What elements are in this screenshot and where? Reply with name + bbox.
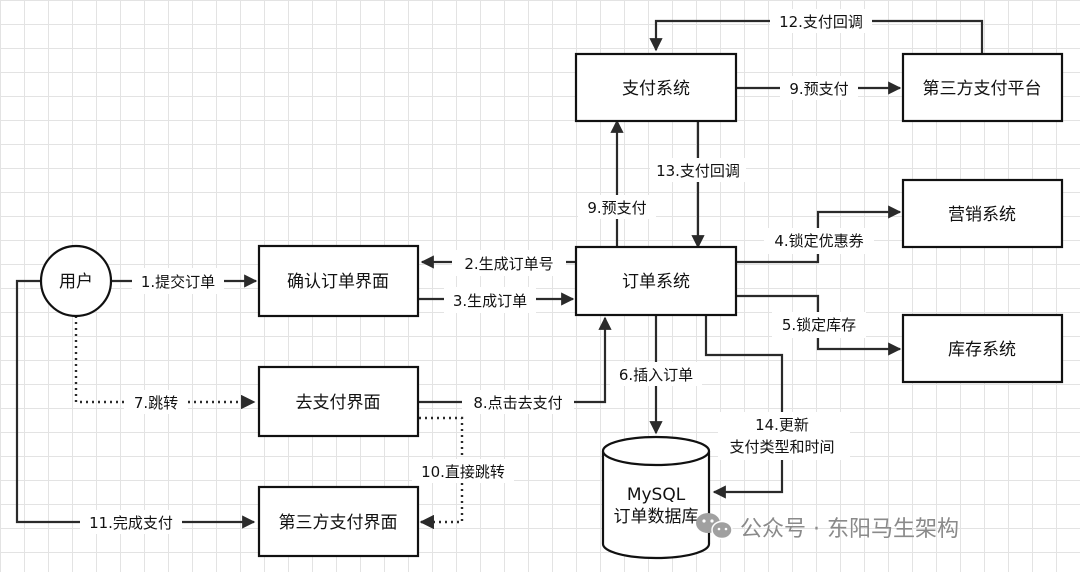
third-party-platform-box: 第三方支付平台: [901, 52, 1064, 123]
edge-update-payment-info: 14.更新 支付类型和时间: [704, 316, 850, 499]
edge-lock-coupon: 4.锁定优惠券: [737, 205, 902, 264]
edge-label-update-line2: 支付类型和时间: [729, 438, 834, 456]
edge-label-insert-order: 6.插入订单: [619, 366, 693, 384]
inventory-system-box: 库存系统: [901, 313, 1064, 384]
edge-label-submit-order: 1.提交订单: [141, 273, 215, 291]
third-party-pay-ui-box: 第三方支付界面: [257, 485, 420, 558]
edge-complete-payment: 11.完成支付: [15, 279, 256, 534]
edge-label-update-line1: 14.更新: [755, 416, 809, 434]
mysql-database: MySQL 订单数据库: [601, 435, 711, 560]
third-party-pay-ui-label: 第三方支付界面: [279, 513, 398, 533]
edge-generate-order-number: 2.生成订单号: [420, 250, 575, 276]
edge-click-go-pay: 8.点击去支付: [419, 316, 612, 414]
edge-prepay-order-to-payment: 9.预支付: [578, 119, 656, 247]
edge-jump: 7.跳转: [74, 316, 256, 414]
edge-label-lock-coupon: 4.锁定优惠券: [774, 232, 863, 250]
go-pay-ui-label: 去支付界面: [296, 393, 381, 413]
third-party-platform-label: 第三方支付平台: [923, 79, 1042, 99]
edge-submit-order: 1.提交订单: [108, 268, 258, 294]
edge-label-direct-jump: 10.直接跳转: [421, 463, 505, 481]
order-system-label: 订单系统: [622, 272, 690, 292]
user-label: 用户: [59, 272, 93, 292]
edge-label-prepay-order-to-payment: 9.预支付: [587, 199, 646, 217]
order-system-box: 订单系统: [574, 245, 738, 317]
edge-insert-order: 6.插入订单: [610, 316, 702, 435]
edge-label-complete-payment: 11.完成支付: [89, 514, 173, 532]
confirm-order-ui-label: 确认订单界面: [287, 272, 389, 292]
payment-system-label: 支付系统: [622, 79, 690, 99]
payment-system-box: 支付系统: [574, 52, 738, 123]
confirm-order-ui-box: 确认订单界面: [257, 244, 420, 318]
mysql-label-line1: MySQL: [627, 485, 686, 505]
edge-label-generate-order-number: 2.生成订单号: [464, 255, 553, 273]
marketing-system-label: 营销系统: [948, 205, 1016, 225]
mysql-label-line2: 订单数据库: [614, 507, 699, 527]
edge-generate-order: 3.生成订单: [419, 287, 575, 313]
edge-label-lock-inventory: 5.锁定库存: [782, 316, 856, 334]
edge-label-click-go-pay: 8.点击去支付: [473, 394, 562, 412]
watermark: 公众号 · 东阳马生架构: [696, 513, 959, 542]
edge-direct-jump: 10.直接跳转: [412, 416, 514, 530]
inventory-system-label: 库存系统: [948, 340, 1016, 360]
edge-label-callback-payment-to-order: 13.支付回调: [656, 162, 740, 180]
watermark-text: 公众号 · 东阳马生架构: [740, 517, 959, 542]
user-node: 用户: [39, 244, 113, 318]
edge-callback-payment-to-order: 13.支付回调: [650, 121, 746, 249]
edge-label-prepay-payment-to-platform: 9.预支付: [789, 80, 848, 98]
go-pay-ui-box: 去支付界面: [257, 365, 420, 438]
edge-prepay-payment-to-platform: 9.预支付: [737, 76, 902, 100]
edge-lock-inventory: 5.锁定库存: [737, 294, 902, 356]
edge-label-callback-platform-to-payment: 12.支付回调: [779, 13, 863, 31]
edge-callback-platform-to-payment: 12.支付回调: [649, 9, 984, 53]
wechat-icon: [696, 513, 733, 540]
marketing-system-box: 营销系统: [901, 178, 1064, 249]
edge-label-jump: 7.跳转: [134, 394, 178, 412]
edge-label-generate-order: 3.生成订单: [453, 292, 527, 310]
